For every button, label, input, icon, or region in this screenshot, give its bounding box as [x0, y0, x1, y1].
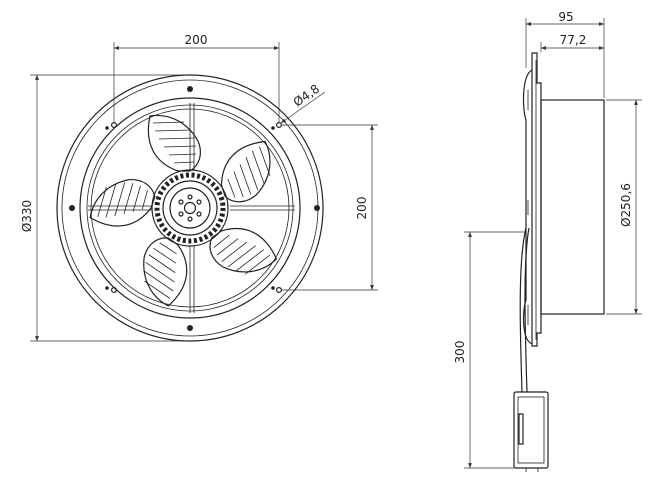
- dim-330-label: Ø330: [20, 200, 34, 232]
- dim-95-label: 95: [558, 10, 573, 24]
- stud-top-left: [105, 126, 109, 130]
- stud-top: [187, 86, 193, 92]
- hole-bottom-right: [276, 287, 283, 294]
- grill-struts: [88, 103, 295, 313]
- hole-top-left: [110, 121, 117, 128]
- dim-cable-length: 300: [453, 231, 526, 469]
- hub-cooling-fins: [154, 172, 226, 244]
- mounting-holes: [110, 121, 283, 294]
- hub-ring: [162, 180, 218, 236]
- hub-cap: [169, 187, 211, 229]
- dim-200-horizontal-label: 200: [185, 33, 208, 47]
- hole-top-right: [276, 121, 283, 128]
- fan-blade: [147, 114, 201, 172]
- side-flange: [531, 52, 542, 347]
- impeller-blades: [88, 114, 282, 308]
- dim-overall-depth: 95: [525, 10, 605, 98]
- dim-hole-spacing-horizontal: 200: [113, 33, 280, 122]
- dim-outer-diameter: Ø330: [20, 74, 190, 342]
- dim-housing-diameter: Ø250,6: [606, 99, 642, 315]
- dim-housing-depth: 77,2: [540, 33, 604, 52]
- dim-77-2-label: 77,2: [560, 33, 587, 47]
- junction-box-body: [513, 391, 549, 469]
- dim-200-vertical-label: 200: [355, 197, 369, 220]
- junction-box: [513, 391, 549, 472]
- flange-studs: [69, 86, 320, 331]
- stud-bottom: [187, 325, 193, 331]
- front-view: 200 200 Ø330 Ø4,8: [20, 33, 378, 342]
- hub-outer: [151, 169, 229, 247]
- shaft: [183, 201, 197, 215]
- stud-top-right: [271, 126, 275, 130]
- stud-left: [69, 205, 75, 211]
- dim-250-6-label: Ø250,6: [619, 183, 633, 227]
- fan-housing: [540, 99, 605, 315]
- dim-300-label: 300: [453, 341, 467, 364]
- stud-right: [314, 205, 320, 211]
- hole-bottom-left: [110, 287, 117, 294]
- motor-hub: [151, 169, 229, 247]
- dim-hole-spacing-vertical: 200: [282, 124, 378, 291]
- side-view: 95 77,2 Ø250,6 300: [453, 10, 642, 472]
- shroud-outer-ring: [79, 97, 301, 319]
- cable: [519, 227, 527, 393]
- stud-bottom-right: [271, 286, 275, 290]
- stud-bottom-left: [105, 286, 109, 290]
